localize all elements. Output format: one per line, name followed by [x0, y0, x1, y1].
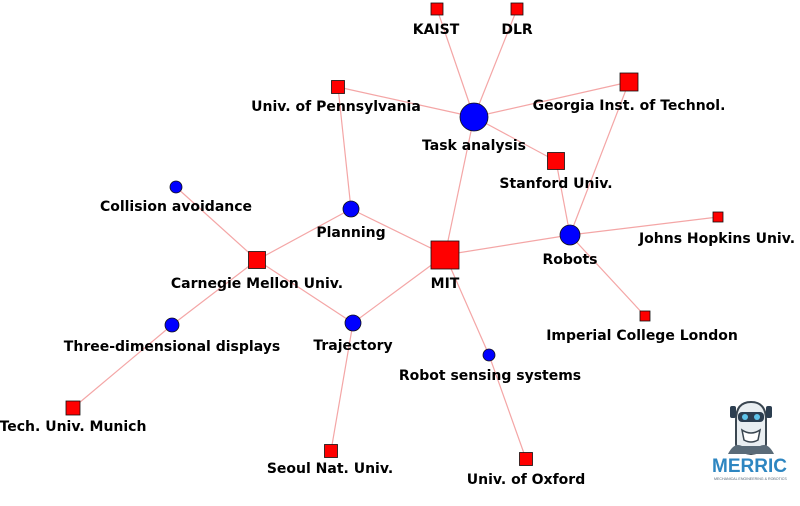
edge-collision-cmu	[175, 186, 258, 261]
node-label-kaist: KAIST	[413, 22, 460, 38]
robot-mascot-icon	[728, 400, 774, 456]
node-label-stanford: Stanford Univ.	[499, 176, 612, 192]
edge-robots-imperial	[569, 234, 646, 317]
institution-node-oxford[interactable]	[519, 452, 533, 466]
node-label-mit: MIT	[431, 276, 460, 292]
node-label-tum: Tech. Univ. Munich	[0, 419, 146, 435]
edge-mit-robots	[444, 234, 571, 256]
edge-task-stanford	[473, 116, 557, 162]
institution-node-imperial[interactable]	[639, 310, 651, 322]
node-label-cmu: Carnegie Mellon Univ.	[171, 276, 343, 292]
edge-mit-planning	[350, 208, 446, 256]
edge-mit-sensing	[444, 254, 490, 356]
edge-gatech-robots	[569, 81, 630, 236]
node-label-threed: Three-dimensional displays	[64, 339, 280, 355]
edge-upenn-task	[337, 86, 475, 118]
institution-node-dlr[interactable]	[510, 2, 524, 16]
topic-node-threed[interactable]	[164, 317, 180, 333]
institution-node-seoul[interactable]	[324, 444, 338, 458]
institution-node-stanford[interactable]	[547, 152, 565, 170]
node-label-jhu: Johns Hopkins Univ.	[638, 231, 795, 247]
edge-robots-jhu	[569, 216, 719, 236]
edge-cmu-threed	[171, 259, 258, 326]
edge-task-mit	[444, 116, 475, 256]
node-label-task: Task analysis	[422, 138, 526, 154]
institution-node-upenn[interactable]	[331, 80, 345, 94]
node-label-gatech: Georgia Inst. of Technol.	[533, 98, 726, 114]
edge-gatech-task	[473, 81, 630, 118]
node-label-seoul: Seoul Nat. Univ.	[267, 461, 393, 477]
topic-node-planning[interactable]	[342, 200, 360, 218]
topic-node-task[interactable]	[459, 102, 489, 132]
node-label-planning: Planning	[316, 225, 385, 241]
topic-node-collision[interactable]	[169, 180, 183, 194]
edge-layer	[72, 8, 719, 460]
edge-upenn-planning	[337, 86, 352, 210]
node-label-upenn: Univ. of Pennsylvania	[251, 99, 421, 115]
edge-threed-tum	[72, 324, 173, 409]
merric-logo: MERRIC MECHANICAL ENGINEERING & ROBOTICS	[712, 400, 787, 481]
topic-node-robots[interactable]	[559, 224, 581, 246]
node-label-dlr: DLR	[501, 22, 533, 38]
topic-node-trajectory[interactable]	[344, 314, 362, 332]
edge-cmu-trajectory	[256, 259, 354, 324]
topic-node-sensing[interactable]	[482, 348, 496, 362]
node-layer	[65, 2, 724, 466]
logo-brand: MERRIC	[712, 456, 787, 477]
institution-node-mit[interactable]	[430, 240, 460, 270]
node-label-oxford: Univ. of Oxford	[467, 472, 585, 488]
node-label-collision: Collision avoidance	[100, 199, 252, 215]
node-label-robots: Robots	[542, 252, 597, 268]
edge-mit-trajectory	[352, 254, 446, 324]
edge-kaist-task	[436, 8, 475, 118]
institution-node-kaist[interactable]	[430, 2, 444, 16]
edge-sensing-oxford	[488, 354, 527, 460]
edge-trajectory-seoul	[330, 322, 354, 452]
edge-cmu-planning	[256, 208, 352, 261]
logo-tagline: MECHANICAL ENGINEERING & ROBOTICS	[714, 477, 787, 481]
node-label-trajectory: Trajectory	[313, 338, 392, 354]
institution-node-cmu[interactable]	[248, 251, 266, 269]
node-label-sensing: Robot sensing systems	[399, 368, 581, 384]
institution-node-tum[interactable]	[65, 400, 81, 416]
edge-stanford-robots	[555, 160, 571, 236]
node-label-imperial: Imperial College London	[546, 328, 738, 344]
edge-dlr-task	[473, 8, 518, 118]
institution-node-jhu[interactable]	[712, 211, 724, 223]
institution-node-gatech[interactable]	[619, 72, 639, 92]
